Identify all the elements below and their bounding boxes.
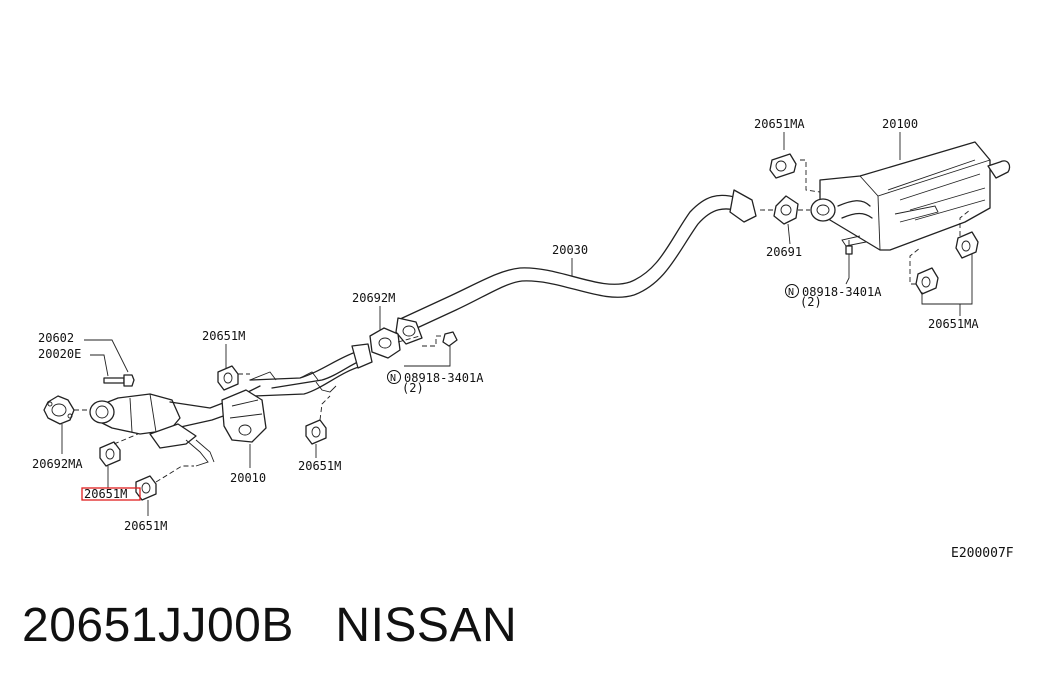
part-caption: 20651JJ00B NISSAN [22, 598, 517, 653]
mount-front-highlighted [99, 433, 139, 488]
label-nut-center: 08918-3401A [404, 371, 484, 385]
label-nut-center-qty: (2) [402, 381, 424, 395]
label-nut-rear: 08918-3401A [802, 285, 882, 299]
label-mount-center-lower: 20651M [298, 459, 341, 473]
front-tube [89, 343, 373, 468]
nut-symbol-center [387, 370, 401, 384]
mount-center-upper [217, 344, 250, 391]
label-mount-front-highlighted: 20651M [84, 487, 127, 501]
nut-symbol-rear-letter: N [788, 287, 794, 298]
label-mount-rear-top: 20651MA [754, 117, 805, 131]
label-stud: 20602 [38, 331, 74, 345]
part-number: 20651JJ00B [22, 599, 294, 652]
label-mount-front-lower: 20651M [124, 519, 167, 533]
mount-center-lower [305, 395, 331, 458]
label-center-pipe: 20030 [552, 243, 588, 257]
label-muffler: 20100 [882, 117, 918, 131]
mount-rear-right [909, 209, 979, 316]
highlight-box [81, 487, 141, 501]
label-nut-front: 20020E [38, 347, 81, 361]
mount-rear-top [769, 132, 821, 193]
nut-center [404, 331, 458, 367]
gasket-mid [369, 306, 421, 359]
nut-rear [845, 240, 853, 285]
label-mount-rear-right: 20651MA [928, 317, 979, 331]
label-gasket-front: 20692MA [32, 457, 83, 471]
label-mount-center-upper: 20651M [202, 329, 245, 343]
gasket-front [43, 395, 90, 454]
brand-name: NISSAN [335, 599, 518, 652]
gasket-rear [760, 195, 810, 245]
muffler-inlet-flange [810, 198, 836, 222]
nut-symbol-rear [785, 284, 799, 298]
center-pipe [395, 189, 757, 345]
label-gasket-rear: 20691 [766, 245, 802, 259]
label-gasket-mid: 20692M [352, 291, 395, 305]
stud-and-nut [84, 339, 135, 387]
mount-front-lower [135, 465, 194, 516]
figure-code: E200007F [951, 546, 1014, 561]
muffler [819, 141, 1011, 251]
label-front-tube: 20010 [230, 471, 266, 485]
label-nut-rear-qty: (2) [800, 295, 822, 309]
nut-symbol-center-letter: N [390, 373, 396, 384]
